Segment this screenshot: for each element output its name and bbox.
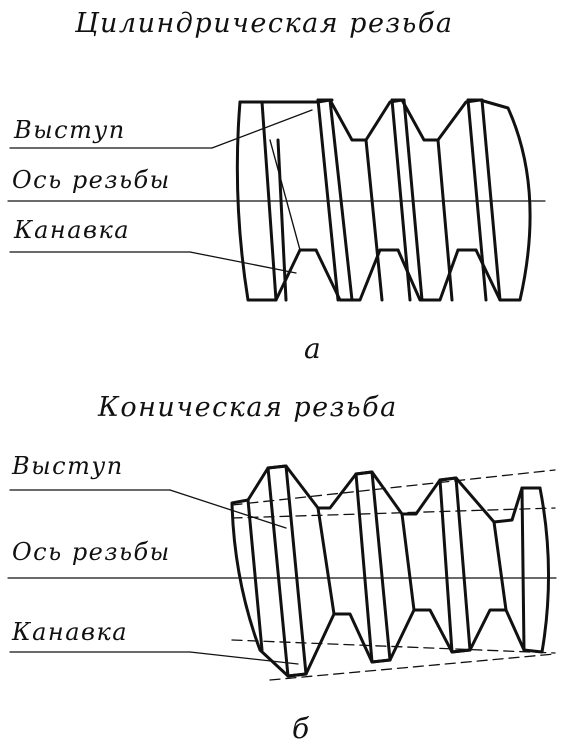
figure-b-thread-turns xyxy=(246,464,526,678)
figure-a-label-groove: Канавка xyxy=(13,216,130,244)
figure-a: Цилиндрическая резьба Выступ Ось резьбы … xyxy=(7,8,546,365)
figure-b-label-crest: Выступ xyxy=(11,452,124,480)
figure-a-caption: а xyxy=(304,332,322,365)
figure-a-label-axis: Ось резьбы xyxy=(12,166,171,194)
figure-b-label-axis: Ось резьбы xyxy=(12,538,171,566)
figure-b-caption: б xyxy=(292,712,311,745)
figure-a-title: Цилиндрическая резьба xyxy=(74,8,453,39)
figure-b-label-groove: Канавка xyxy=(11,618,128,646)
figure-a-crest-lines xyxy=(238,98,484,252)
figure-a-root-lines xyxy=(269,139,439,251)
figure-a-label-crest: Выступ xyxy=(13,116,126,144)
figure-b-title: Коническая резьба xyxy=(97,392,398,423)
figure-b-thread-outline xyxy=(230,464,551,678)
figure-b-leaders xyxy=(9,489,299,665)
figure-a-thread-turns xyxy=(260,98,502,302)
figure-a-leaders xyxy=(9,109,313,274)
figure-b-root-lines xyxy=(317,507,513,615)
figure-b-crest-lines xyxy=(266,464,542,678)
figure-b: Коническая резьба Выступ Ось резьбы Кана… xyxy=(7,392,557,745)
